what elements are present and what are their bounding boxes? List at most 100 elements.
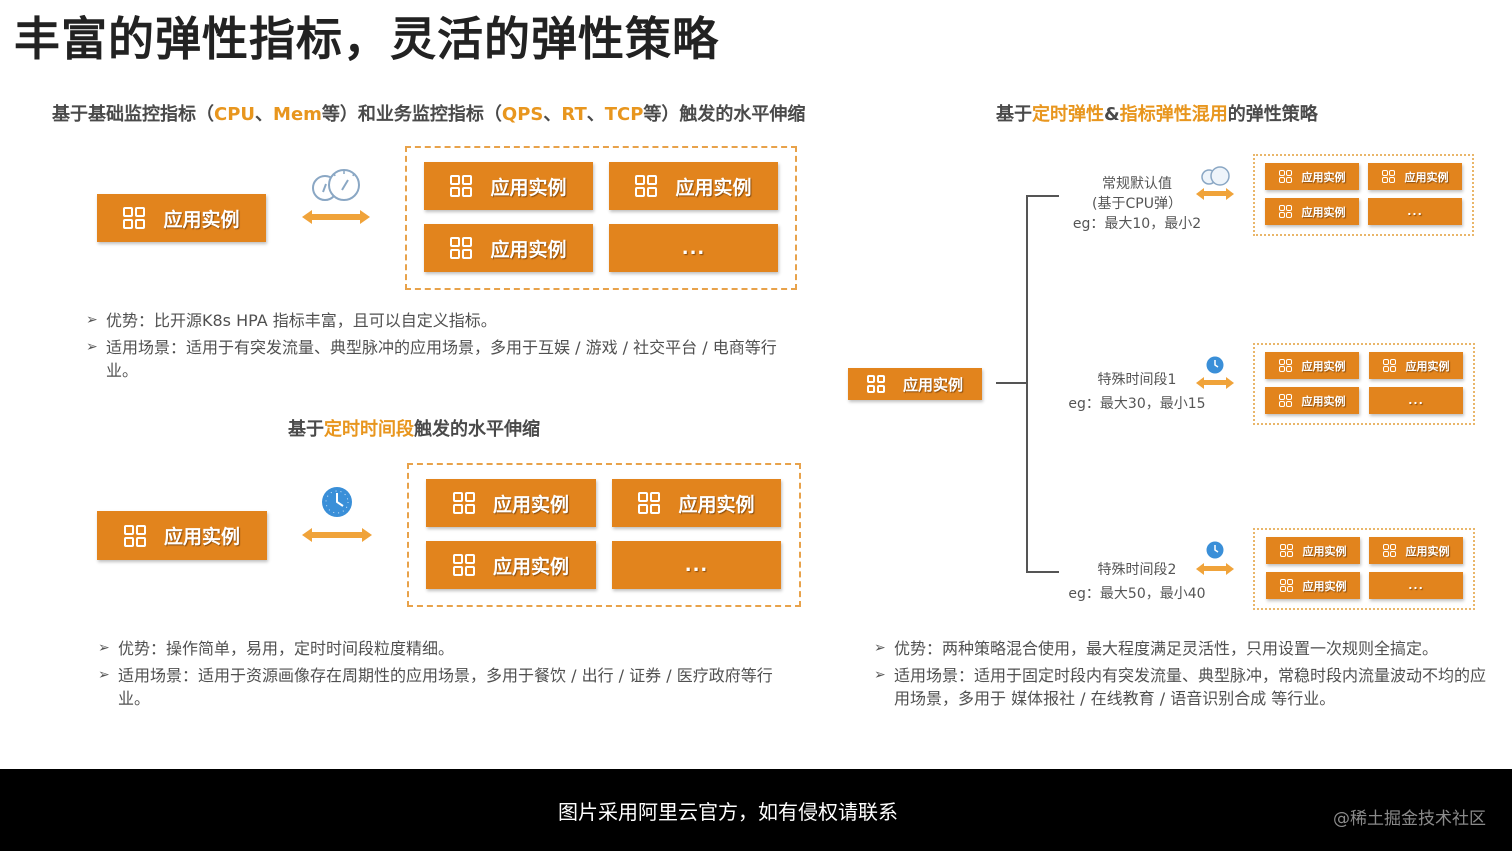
tier-eg: eg：最大50，最小40 [1068,586,1206,602]
app-grid-icon [866,375,885,393]
bullet-list-mixed: 优势：两种策略混合使用，最大程度满足灵活性，只用设置一次规则全搞定。 适用场景：… [874,637,1486,714]
gauge-icon [312,169,360,201]
scaled-instances-group [1253,154,1474,236]
tier-default: 常规默认值 (基于CPU弹） eg：最大10，最小2 [1062,174,1212,234]
tier-label-line: (基于CPU弹） [1092,196,1182,212]
heading-part: 基于 [996,104,1032,125]
connector-line [1026,571,1059,573]
app-grid-icon [635,175,658,197]
heading-part: 的弹性策略 [1227,104,1318,125]
clock-icon [1206,541,1224,559]
instance-label: 应用实例 [163,526,240,548]
source-instance: 应用实例 [97,194,266,242]
ellipsis: ... [1408,579,1424,592]
tier-label-line: 特殊时间段1 [1097,372,1177,388]
target-instance: 应用实例 [1265,163,1359,190]
instance-label: 应用实例 [1302,579,1347,593]
app-grid-icon [123,524,146,547]
clock-icon [1206,356,1224,374]
target-instance-more: ... [1369,572,1463,599]
connector-line [1026,195,1059,197]
target-instance: 应用实例 [426,541,596,589]
target-instance-more: ... [1369,387,1463,414]
target-instance: 应用实例 [1369,352,1463,379]
instance-label: 应用实例 [1405,544,1450,558]
bidirectional-arrow-icon [1196,377,1234,389]
target-instance: 应用实例 [1368,163,1462,190]
target-instance: 应用实例 [1265,387,1359,414]
scaled-instances-group [407,463,801,607]
bidirectional-arrow-icon [1196,188,1234,200]
bullet-scenario: 适用场景：适用于固定时段内有突发流量、典型脉冲，常稳时段内流量波动不均的应用场景… [874,664,1486,710]
page-title: 丰富的弹性指标，灵活的弹性策略 [14,12,719,66]
instance-label: 应用实例 [1302,544,1347,558]
scaled-instances-group [1253,343,1475,425]
target-instance-more: ... [612,541,781,589]
app-grid-icon [450,237,473,259]
gauge-icon [1201,166,1230,186]
source-instance: 应用实例 [848,368,982,400]
instance-label: 应用实例 [163,208,240,231]
heading-part: & [1104,104,1120,125]
target-instance: 应用实例 [612,479,781,527]
target-instance: 应用实例 [609,162,778,210]
target-instance: 应用实例 [1369,537,1463,564]
connector-line [1026,195,1028,573]
heading-part: 基于基础监控指标（ [52,104,214,125]
instance-label: 应用实例 [1405,359,1450,373]
app-grid-icon [1278,359,1292,372]
instance-label: 应用实例 [678,493,755,516]
app-grid-icon [1279,544,1293,557]
app-grid-icon [1278,205,1292,218]
app-grid-icon [1279,579,1293,592]
heading-highlight: 定时时间段 [324,419,414,440]
heading-highlight: Mem [273,104,322,125]
bidirectional-arrow-icon [1196,563,1234,575]
caption-bar [0,769,1512,851]
instance-label: 应用实例 [902,375,963,394]
clock-icon [322,487,352,517]
bullet-list-metric: 优势：比开源K8s HPA 指标丰富，且可以自定义指标。 适用场景：适用于有突发… [86,309,796,386]
heading-part: 、 [586,104,605,125]
target-instance: 应用实例 [1266,537,1360,564]
app-grid-icon [1381,170,1395,183]
instance-label: 应用实例 [1301,170,1346,184]
heading-part: 触发的水平伸缩 [414,419,540,440]
instance-label: 应用实例 [675,176,752,199]
bullet-advantage: 优势：两种策略混合使用，最大程度满足灵活性，只用设置一次规则全搞定。 [874,637,1486,660]
watermark: @稀土掘金技术社区 [1333,809,1486,829]
ellipsis: ... [1407,205,1423,218]
connector-line [996,382,1027,384]
app-grid-icon [638,492,661,514]
target-instance: 应用实例 [1265,352,1359,379]
tier-label-line: 常规默认值 [1102,176,1172,192]
section-heading-metric-scaling: 基于基础监控指标（CPU、Mem等）和业务监控指标（QPS、RT、TCP等）触发… [52,102,805,128]
bullet-advantage: 优势：操作简单，易用，定时时间段粒度精细。 [98,637,798,660]
bidirectional-arrow-icon [302,210,370,224]
scaled-instances-group [1253,528,1475,610]
instance-label: 应用实例 [1301,205,1346,219]
instance-label: 应用实例 [1301,359,1346,373]
heading-highlight: 定时弹性 [1032,104,1104,125]
instance-label: 应用实例 [490,238,567,261]
section-heading-mixed-strategy: 基于定时弹性&指标弹性混用的弹性策略 [996,102,1318,128]
tier-special-1: 特殊时间段1 eg：最大30，最小15 [1062,370,1212,414]
app-grid-icon [1382,359,1396,372]
heading-highlight: CPU [214,104,256,125]
heading-highlight: 指标弹性混用 [1119,104,1228,125]
ellipsis: ... [684,554,709,576]
bullet-advantage: 优势：比开源K8s HPA 指标丰富，且可以自定义指标。 [86,309,796,332]
heading-part: 、 [543,104,562,125]
app-grid-icon [1278,394,1292,407]
scaled-instances-group [405,146,797,290]
instance-label: 应用实例 [490,176,567,199]
app-grid-icon [123,207,146,229]
target-instance-more: ... [1368,198,1462,225]
target-instance: 应用实例 [1266,572,1360,599]
heading-part: 、 [255,104,274,125]
bullet-list-timed: 优势：操作简单，易用，定时时间段粒度精细。 适用场景：适用于资源画像存在周期性的… [98,637,798,714]
ellipsis: ... [681,237,706,259]
bullet-scenario: 适用场景：适用于有突发流量、典型脉冲的应用场景，多用于互娱 / 游戏 / 社交平… [86,336,796,382]
caption-text: 图片采用阿里云官方，如有侵权请联系 [558,800,898,824]
app-grid-icon [450,175,473,197]
